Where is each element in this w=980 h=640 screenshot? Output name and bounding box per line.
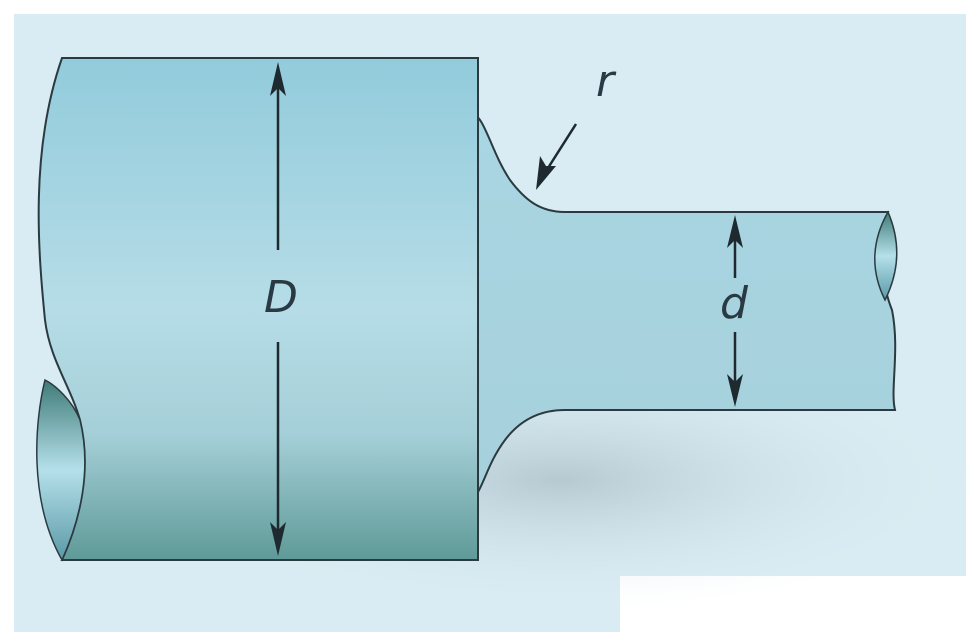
small-shaft (468, 110, 897, 496)
fillet-leader-line (546, 123, 578, 169)
large-diameter-dimension (270, 62, 286, 556)
small-diameter-dimension (727, 215, 743, 407)
arrowhead-down-icon (270, 522, 286, 556)
small-diameter-label: d (720, 278, 749, 329)
large-shaft-end-face (36, 378, 86, 562)
arrowhead-down-icon (727, 374, 743, 407)
fillet-radius-label: r (596, 56, 617, 107)
arrowhead-up-icon (727, 215, 743, 248)
fillet-radius-leader (536, 123, 578, 190)
large-diameter-label: D (264, 272, 298, 323)
large-shaft (37, 57, 479, 561)
arrowhead-up-icon (270, 62, 286, 96)
small-shaft-end-face (874, 210, 898, 302)
arrowhead-icon (536, 156, 556, 190)
